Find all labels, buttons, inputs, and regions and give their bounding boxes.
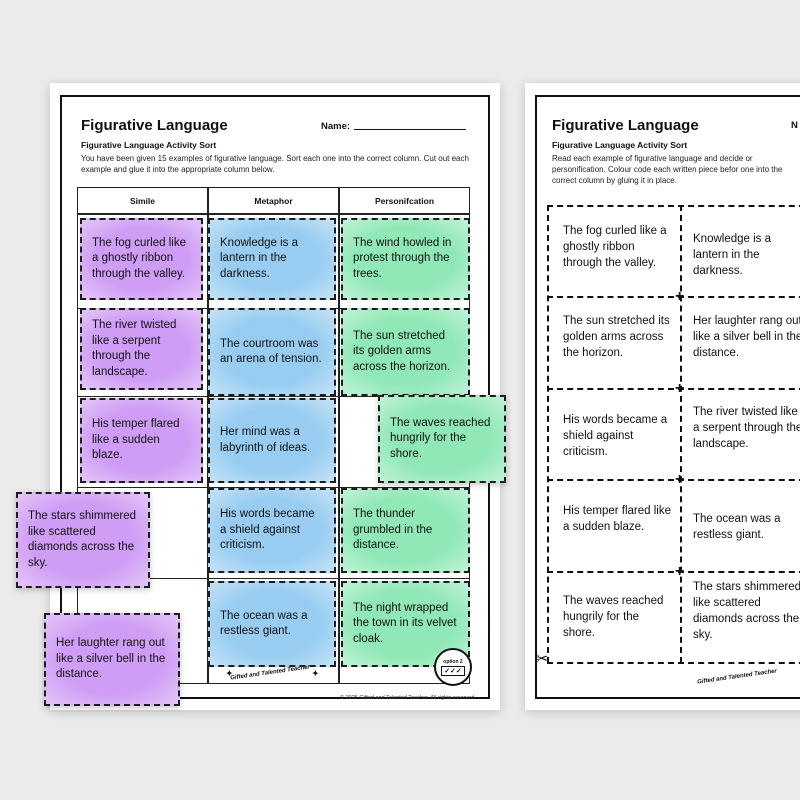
- cut-cell[interactable]: His temper flared like a sudden blaze.: [563, 505, 672, 533]
- option-badge: option 2 ✓✓✓: [434, 648, 472, 686]
- column-header-simile: Simile: [77, 187, 208, 214]
- card-simile-loose[interactable]: The stars shimmered like scattered diamo…: [16, 492, 150, 588]
- scissors-icon: ✂: [535, 651, 549, 668]
- card-personification[interactable]: The thunder grumbled in the distance.: [341, 488, 470, 573]
- card-simile[interactable]: His temper flared like a sudden blaze.: [80, 398, 203, 483]
- card-text: The thunder grumbled in the distance.: [353, 508, 433, 552]
- column-header-metaphor: Metaphor: [208, 187, 339, 214]
- cut-cell[interactable]: Knowledge is a lantern in the darkness.: [693, 233, 771, 277]
- card-text: Knowledge is a lantern in the darkness.: [220, 236, 298, 280]
- card-metaphor[interactable]: Her mind was a labyrinth of ideas.: [208, 398, 336, 483]
- card-simile[interactable]: The river twisted like a serpent through…: [80, 308, 203, 390]
- sparkle-icon: ✦: [312, 669, 319, 678]
- left-title: Figurative Language: [81, 117, 228, 134]
- cut-line: [547, 388, 800, 390]
- cut-line: [547, 205, 549, 663]
- cut-cell[interactable]: Her laughter rang out like a silver bell…: [693, 315, 800, 359]
- card-text: The wind howled in protest through the t…: [353, 236, 452, 280]
- card-text: The night wrapped the town in its velvet…: [353, 601, 457, 645]
- cut-line: [547, 479, 800, 481]
- card-text: The sun stretched its golden arms across…: [353, 329, 451, 373]
- cut-line: [547, 662, 800, 664]
- right-subtitle: Figurative Language Activity Sort: [552, 140, 688, 150]
- plus-icon: +: [675, 471, 685, 488]
- plus-icon: +: [675, 563, 685, 580]
- cut-cell[interactable]: The ocean was a restless giant.: [693, 513, 781, 541]
- left-instructions: You have been given 15 examples of figur…: [81, 154, 469, 174]
- cut-line: [547, 296, 800, 298]
- card-text: The courtroom was an arena of tension.: [220, 337, 322, 366]
- card-text: The river twisted like a serpent through…: [92, 319, 177, 378]
- cut-cell[interactable]: His words became a shield against critic…: [563, 414, 668, 458]
- cut-cell[interactable]: The stars shimmered like scattered diamo…: [693, 581, 800, 641]
- card-text: Her laughter rang out like a silver bell…: [56, 637, 166, 681]
- card-personification[interactable]: The sun stretched its golden arms across…: [341, 308, 470, 396]
- right-instructions: Read each example of figurative language…: [552, 154, 783, 185]
- card-metaphor[interactable]: Knowledge is a lantern in the darkness.: [208, 218, 336, 300]
- plus-icon: +: [675, 380, 685, 397]
- left-worksheet: Figurative Language Name: Figurative Lan…: [50, 83, 500, 710]
- row-divider: [77, 487, 470, 488]
- name-line[interactable]: [354, 120, 467, 130]
- cut-cell[interactable]: The fog curled like a ghostly ribbon thr…: [563, 225, 667, 269]
- card-personification[interactable]: The wind howled in protest through the t…: [341, 218, 470, 300]
- plus-icon: +: [675, 288, 685, 305]
- card-simile-loose[interactable]: Her laughter rang out like a silver bell…: [44, 613, 180, 706]
- cut-line: [547, 205, 800, 207]
- card-text: His words became a shield against critic…: [220, 508, 315, 552]
- cut-cell[interactable]: The waves reached hungrily for the shore…: [563, 595, 664, 639]
- name-label: Name:: [321, 121, 351, 132]
- card-metaphor[interactable]: The courtroom was an arena of tension.: [208, 308, 336, 396]
- cut-line: [547, 571, 800, 573]
- right-title: Figurative Language: [552, 117, 699, 134]
- right-worksheet-frame: [535, 95, 800, 699]
- card-text: The fog curled like a ghostly ribbon thr…: [92, 236, 186, 280]
- card-text: His temper flared like a sudden blaze.: [92, 418, 180, 462]
- card-personification-loose[interactable]: The waves reached hungrily for the shore…: [378, 395, 506, 483]
- cut-cell[interactable]: The sun stretched its golden arms across…: [563, 315, 670, 359]
- right-worksheet: Figurative Language N Figurative Languag…: [525, 83, 800, 710]
- card-text: The ocean was a restless giant.: [220, 609, 308, 638]
- card-metaphor[interactable]: The ocean was a restless giant.: [208, 581, 336, 667]
- left-name-field[interactable]: Name:: [321, 120, 467, 132]
- card-text: The waves reached hungrily for the shore…: [390, 416, 491, 460]
- card-simile[interactable]: The fog curled like a ghostly ribbon thr…: [80, 218, 203, 300]
- right-name-field[interactable]: N: [791, 120, 798, 131]
- sparkle-icon: ✦: [226, 669, 233, 678]
- card-text: The stars shimmered like scattered diamo…: [28, 510, 137, 569]
- check-icon: ✓✓✓: [441, 665, 465, 676]
- row-divider: [77, 578, 470, 579]
- column-header-personification: Personifcation: [339, 187, 470, 214]
- card-text: Her mind was a labyrinth of ideas.: [220, 426, 311, 454]
- row-divider: [77, 396, 470, 397]
- card-metaphor[interactable]: His words became a shield against critic…: [208, 488, 336, 573]
- copyright-footer: © 2025 Gifted and Talented Teacher. All …: [340, 695, 476, 701]
- cut-cell[interactable]: The river twisted like a serpent through…: [693, 406, 800, 450]
- left-subtitle: Figurative Language Activity Sort: [81, 140, 217, 150]
- badge-label: option 2: [443, 658, 463, 665]
- cut-line: [680, 205, 682, 663]
